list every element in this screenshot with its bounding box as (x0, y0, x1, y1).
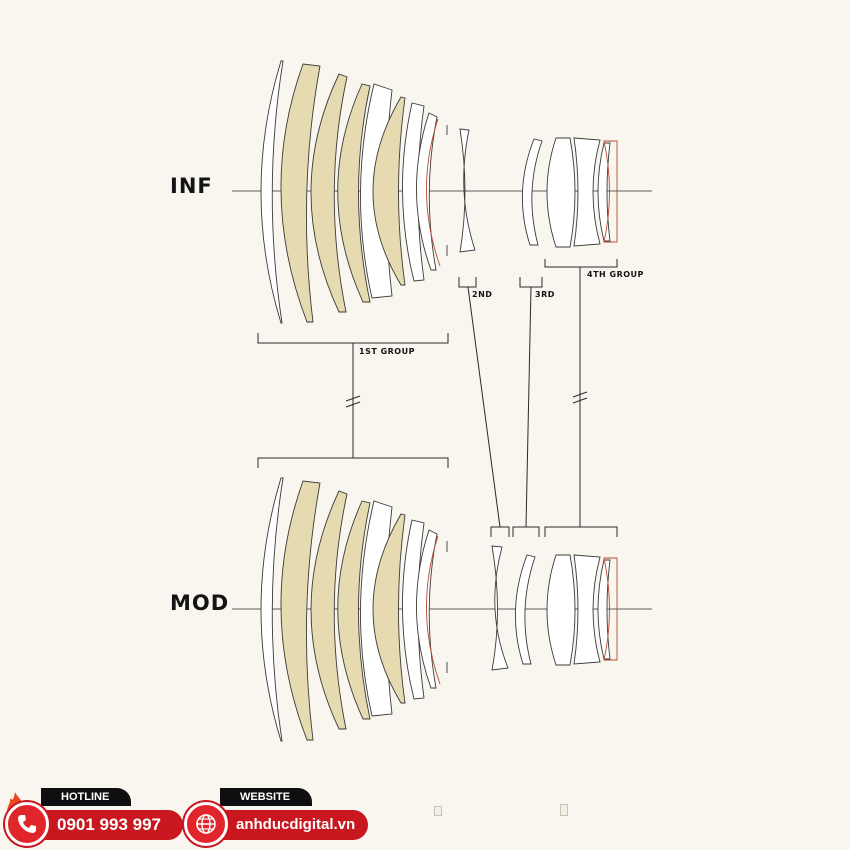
bracket-group4 (544, 526, 618, 537)
label-group1: 1ST GROUP (359, 347, 415, 356)
hotline-tag: HOTLINE (41, 788, 132, 806)
bracket-group3 (519, 277, 543, 288)
small-mark (560, 804, 568, 816)
lens-element (597, 559, 611, 660)
lens-element (280, 480, 321, 741)
website-circle (184, 802, 228, 846)
website-badge[interactable]: WEBSITE anhducdigital.vn (184, 788, 370, 846)
lens-element (337, 83, 371, 303)
lens-group-mod (260, 477, 618, 742)
lens-element (521, 138, 543, 246)
lens-element (573, 554, 601, 665)
lens-element (426, 535, 441, 685)
globe-icon (196, 814, 216, 834)
lens-element (260, 477, 284, 742)
label-group2: 2ND (472, 290, 492, 299)
lens-group-inf (260, 60, 618, 324)
small-mark (434, 806, 442, 816)
bracket-group2 (490, 526, 510, 537)
lens-element (310, 490, 348, 730)
lens-element (546, 137, 576, 248)
label-group4: 4TH GROUP (587, 270, 644, 279)
connector-lines (345, 267, 588, 528)
bracket-group3 (512, 526, 540, 537)
lens-element (310, 73, 348, 313)
lens-element (372, 513, 406, 704)
lens-element (573, 137, 601, 247)
bracket-group1 (257, 333, 449, 344)
lens-element (491, 545, 509, 671)
lens-element (546, 554, 576, 666)
lens-element (514, 554, 536, 665)
hotline-circle (5, 802, 49, 846)
bracket-group2 (458, 277, 477, 288)
website-url[interactable]: anhducdigital.vn (208, 810, 368, 840)
label-group3: 3RD (535, 290, 555, 299)
hotline-badge[interactable]: HOTLINE 0901 993 997 (5, 788, 183, 846)
bracket-group4 (544, 259, 618, 268)
group-brackets-inf (257, 259, 618, 344)
website-tag: WEBSITE (220, 788, 313, 806)
lens-element (426, 118, 441, 267)
lens-element (260, 60, 284, 324)
bracket-group1 (257, 457, 449, 468)
label-mod: MOD (170, 591, 229, 615)
lens-element (459, 128, 476, 253)
lens-element (372, 96, 406, 286)
group-brackets-mod (257, 457, 618, 537)
lens-element (603, 140, 618, 243)
lens-element (280, 63, 321, 323)
lens-element (603, 557, 618, 661)
hotline-number[interactable]: 0901 993 997 (29, 810, 183, 840)
label-inf: INF (170, 174, 213, 198)
lens-element (337, 500, 371, 720)
lens-element (597, 142, 611, 242)
phone-icon (18, 815, 36, 833)
